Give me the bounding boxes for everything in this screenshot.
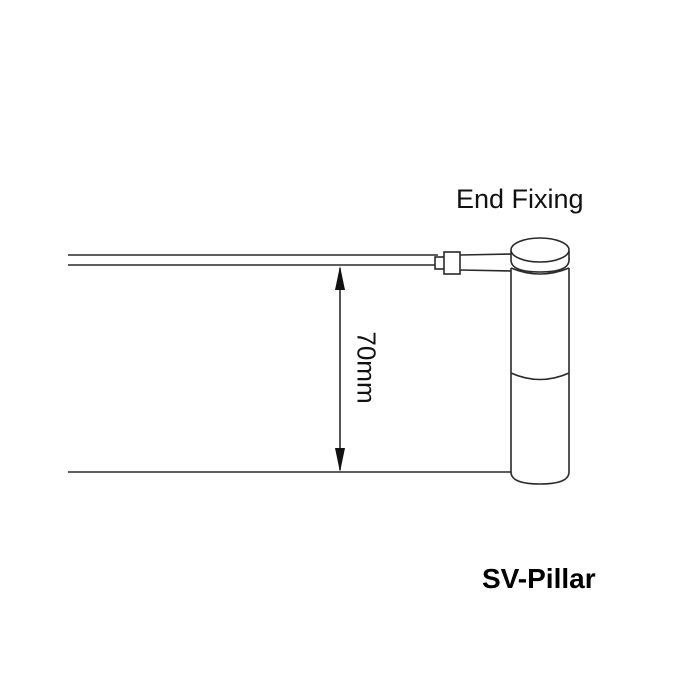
upper-rail — [68, 254, 438, 266]
rail-ferrule — [434, 251, 461, 275]
end-fixing-cap — [510, 237, 570, 273]
end-fixing-label: End Fixing — [456, 184, 584, 214]
dimension-arrow — [335, 266, 345, 472]
pillar-cylinder — [510, 267, 570, 485]
dimension-label: 70mm — [351, 331, 382, 404]
product-title: SV-Pillar — [482, 563, 596, 594]
